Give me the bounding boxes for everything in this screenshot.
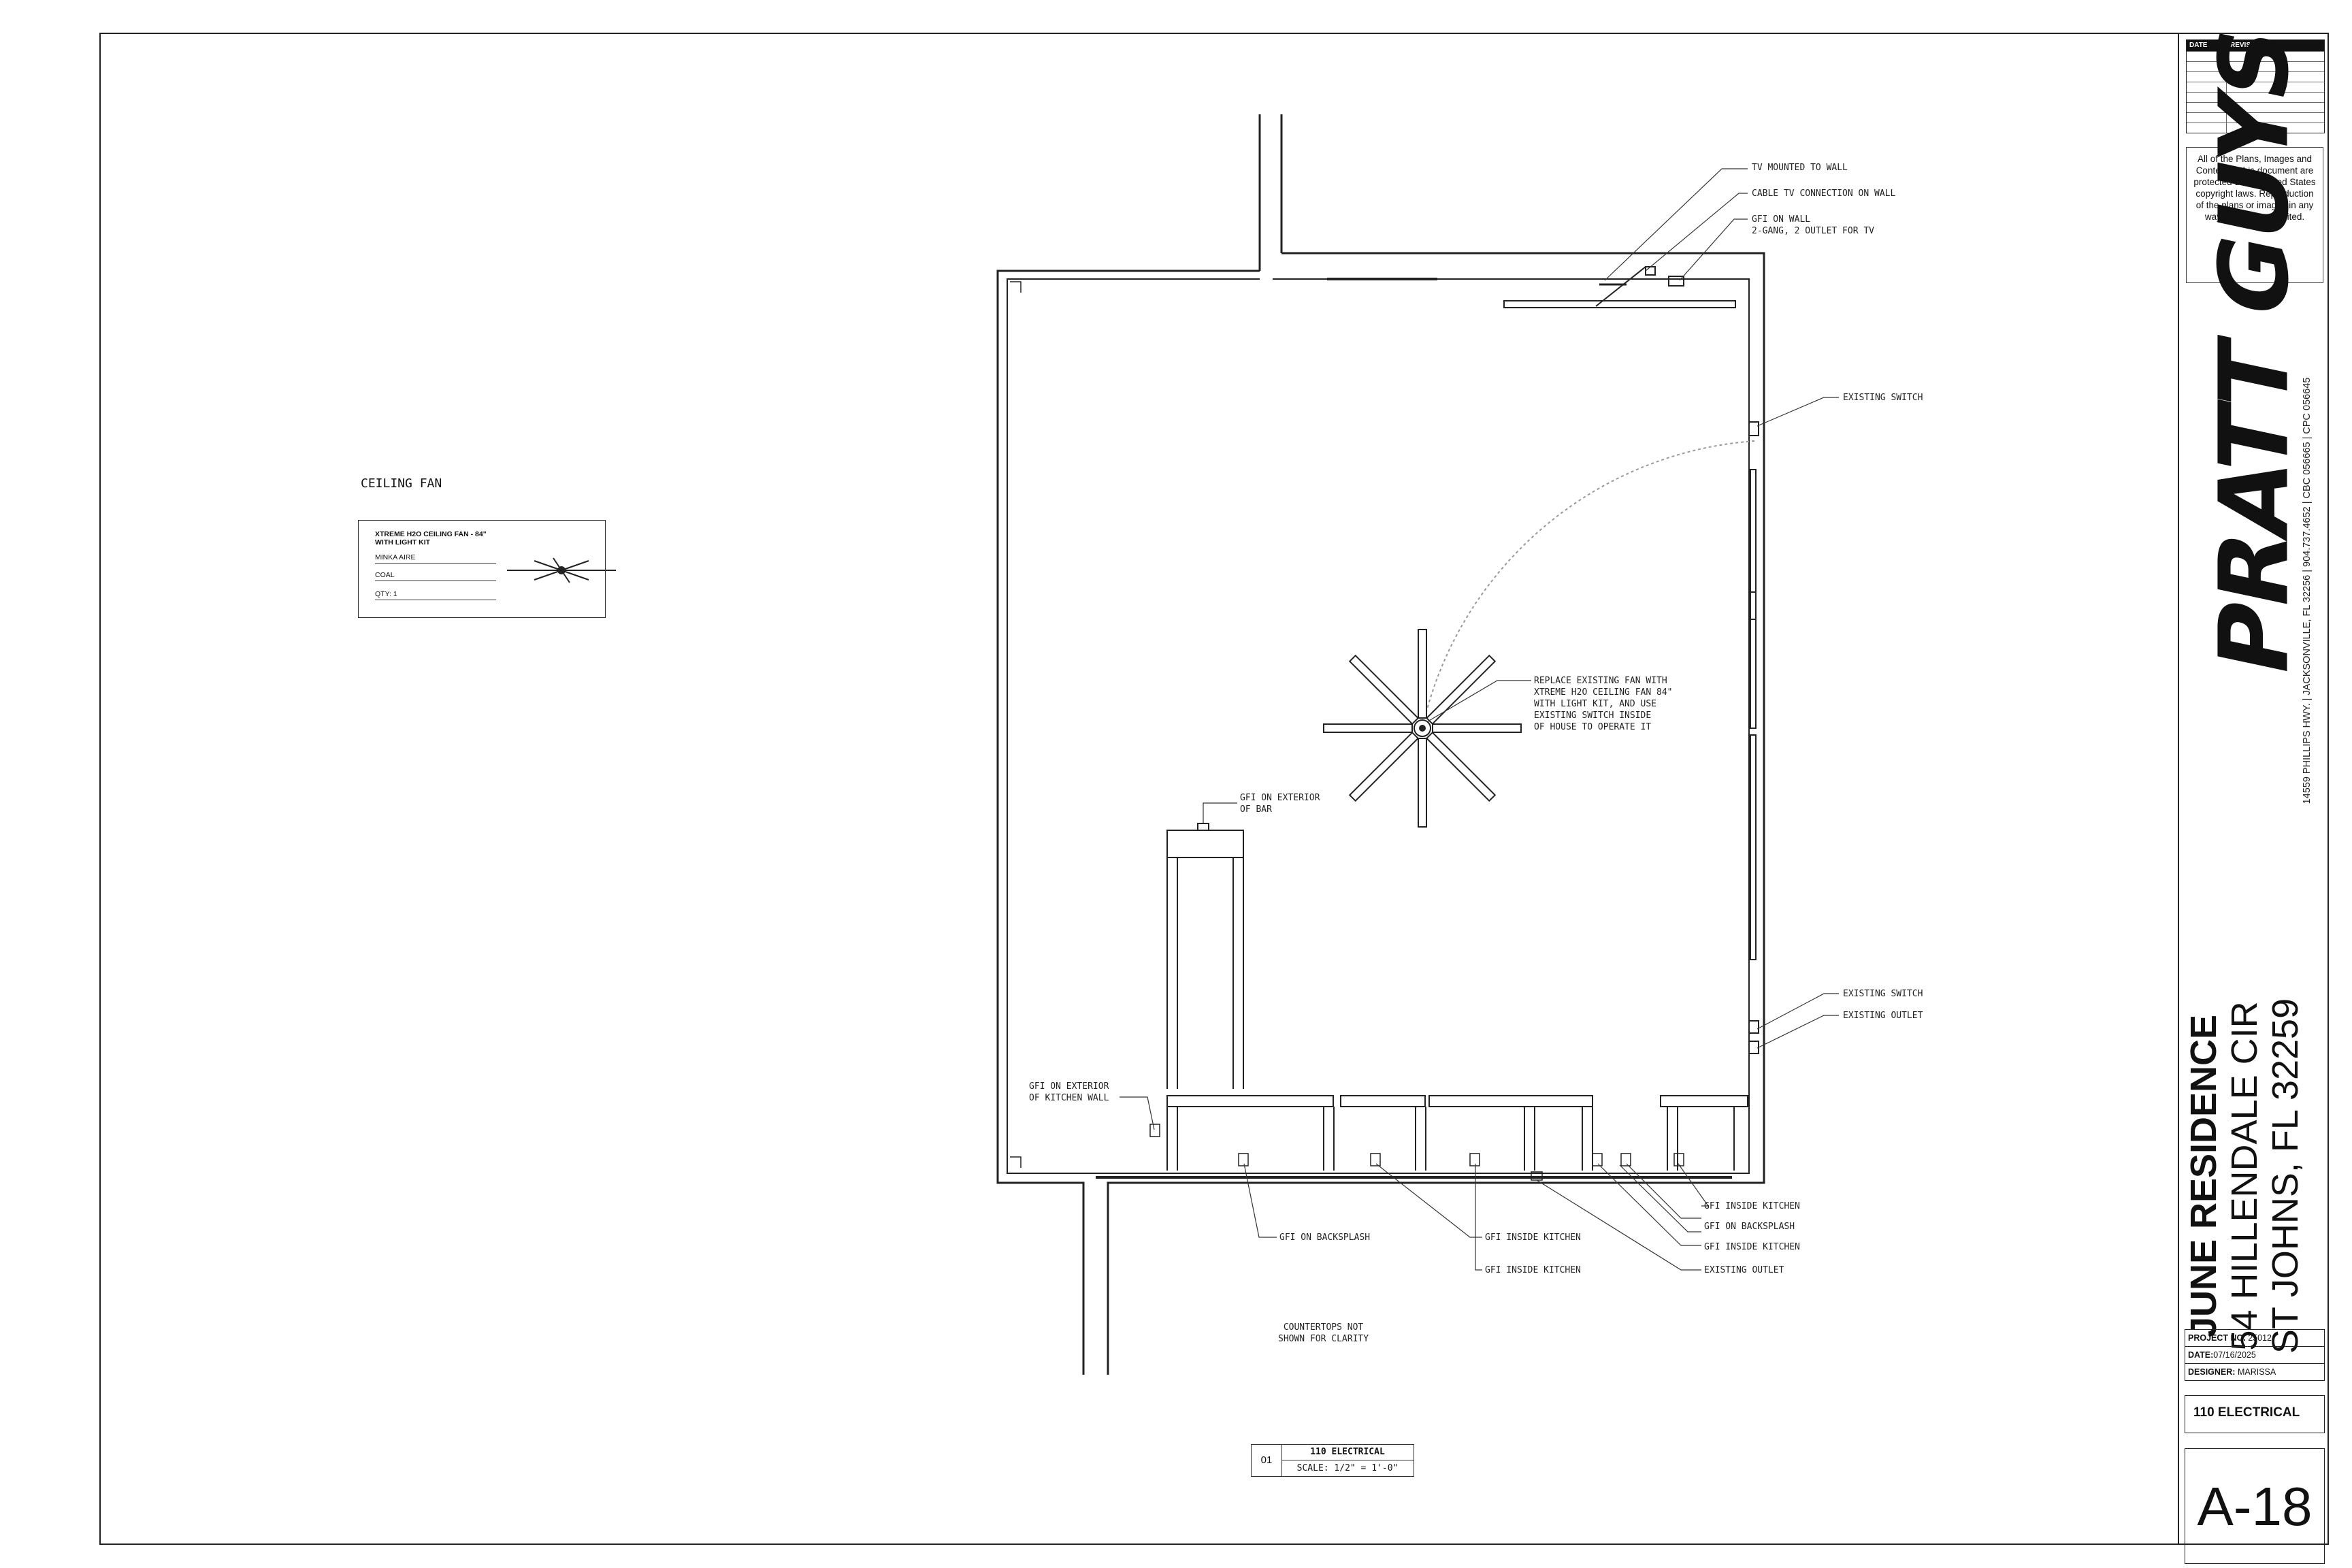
designer: MARISSA <box>2237 1367 2276 1377</box>
company-logo: PRATT GUYS <box>2199 20 2310 685</box>
project-street: 54 HILLENDALE CIR <box>2224 1001 2265 1351</box>
note-cable-tv: CABLE TV CONNECTION ON WALL <box>1752 189 1896 199</box>
note-existing-switch-top: EXISTING SWITCH <box>1843 393 1923 403</box>
ceiling-fan-symbol <box>1323 629 1522 828</box>
project-city: ST JOHNS, FL 32259 <box>2265 998 2306 1354</box>
company-address: 14559 PHILLIPS HWY. | JACKSONVILLE, FL 3… <box>2302 377 2313 804</box>
note-existing-switch-bottom: EXISTING SWITCH <box>1843 989 1923 999</box>
note-replace-fan: REPLACE EXISTING FAN WITH XTREME H2O CEI… <box>1534 676 1673 732</box>
note-gfi-kitchen-wall: GFI ON EXTERIOR OF KITCHEN WALL <box>1029 1081 1109 1103</box>
project-date: 07/16/2025 <box>2213 1350 2256 1360</box>
project-no: 25012 <box>2248 1333 2272 1343</box>
drawing-title-box: 01 110 ELECTRICAL SCALE: 1/2" = 1'-0" <box>1251 1444 1414 1477</box>
legend-title: CEILING FAN <box>361 476 442 491</box>
sheet-number: A-18 <box>2185 1448 2325 1564</box>
revision-header: DATE REVISION <box>2187 40 2324 51</box>
note-gfi-inside-kitchen-1: GFI INSIDE KITCHEN <box>1485 1232 1581 1243</box>
revision-date-header: DATE <box>2189 42 2208 49</box>
legend-qty: QTY: 1 <box>375 589 496 600</box>
drawing-number: 01 <box>1252 1445 1282 1476</box>
project-no-label: PROJECT NO. <box>2188 1333 2246 1343</box>
ceiling-fan-legend: XTREME H2O CEILING FAN - 84" WITH LIGHT … <box>358 520 606 618</box>
note-countertops: COUNTERTOPS NOT SHOWN FOR CLARITY <box>1278 1322 1369 1344</box>
title-block: DATE REVISION All of the Plans, Images a… <box>2178 20 2329 1564</box>
revision-table: DATE REVISION <box>2186 39 2325 133</box>
note-tv-mounted: TV MOUNTED TO WALL <box>1752 163 1848 173</box>
sheet-name: 110 ELECTRICAL <box>2185 1395 2325 1433</box>
date-label: DATE: <box>2188 1350 2214 1360</box>
note-gfi-inside-kitchen-2: GFI INSIDE KITCHEN <box>1485 1265 1581 1275</box>
legend-item-name: XTREME H2O CEILING FAN - 84" WITH LIGHT … <box>375 530 487 546</box>
legend-finish: COAL <box>375 570 496 581</box>
note-gfi-inside-kitchen-3: GFI INSIDE KITCHEN <box>1704 1201 1800 1211</box>
note-existing-outlet-bottom: EXISTING OUTLET <box>1704 1265 1784 1275</box>
note-gfi-inside-kitchen-4: GFI INSIDE KITCHEN <box>1704 1242 1800 1252</box>
note-gfi-backsplash-right: GFI ON BACKSPLASH <box>1704 1222 1795 1232</box>
note-gfi-backsplash-left: GFI ON BACKSPLASH <box>1279 1232 1371 1243</box>
designer-label: DESIGNER: <box>2188 1367 2236 1377</box>
note-existing-outlet-right: EXISTING OUTLET <box>1843 1011 1923 1021</box>
sheet-border <box>99 33 2329 1545</box>
note-gfi-wall: GFI ON WALL 2-GANG, 2 OUTLET FOR TV <box>1752 214 1875 236</box>
copyright-notice: All of the Plans, Images and Content in … <box>2186 147 2323 283</box>
revision-revision-header: REVISION <box>2230 42 2263 49</box>
legend-fan-icon <box>507 557 616 583</box>
project-name: JUNE RESIDENCE <box>2183 1014 2224 1338</box>
drawing-scale: SCALE: 1/2" = 1'-0" <box>1296 1463 1399 1473</box>
drawing-title: 110 ELECTRICAL <box>1281 1445 1414 1460</box>
project-info-box: PROJECT NO. 25012 DATE:07/16/2025 DESIGN… <box>2185 1329 2325 1381</box>
note-gfi-bar: GFI ON EXTERIOR OF BAR <box>1240 793 1320 815</box>
legend-manufacturer: MINKA AIRE <box>375 552 496 564</box>
